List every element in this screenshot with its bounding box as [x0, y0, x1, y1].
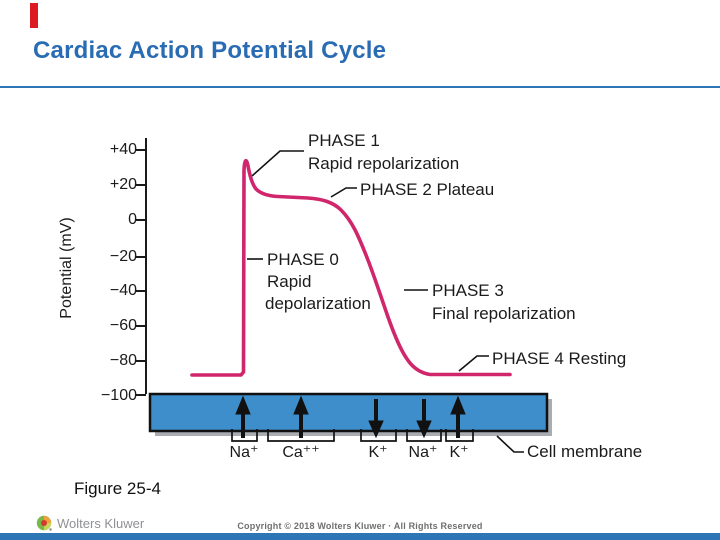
tick-label-m100: −100 — [100, 387, 137, 404]
ion-arrow-up-k-icon — [450, 395, 466, 438]
phase-3-subtitle: Final repolarization — [432, 304, 576, 323]
ion-arrow-down-na-icon — [416, 399, 432, 439]
ion-brackets — [231, 429, 474, 442]
action-potential-curve — [190, 159, 512, 377]
tick-label-m60: −60 — [109, 317, 137, 334]
cell-membrane-label: Cell membrane — [527, 442, 643, 461]
phase-0-subtitle2: depolarization — [265, 294, 371, 313]
tick-label-m20: −20 — [109, 248, 137, 265]
ion-label-na-2: Na⁺ — [408, 444, 438, 461]
phase-0-title: PHASE 0 — [267, 250, 339, 269]
wolters-kluwer-logo-icon — [36, 515, 52, 531]
ion-label-na-1: Na⁺ — [229, 444, 259, 461]
slide-title: Cardiac Action Potential Cycle — [33, 37, 387, 64]
phase-leader-lines — [247, 150, 524, 453]
tick-label-0: 0 — [128, 211, 137, 228]
y-axis-ticks — [136, 149, 146, 396]
ion-arrow-up-ca-icon — [293, 395, 309, 438]
tick-label-m80: −80 — [109, 352, 137, 369]
copyright-text: Copyright © 2018 Wolters Kluwer · All Ri… — [237, 521, 483, 531]
phase-1-subtitle: Rapid repolarization — [308, 154, 460, 173]
ion-label-k-1: K⁺ — [368, 444, 388, 461]
phase-4-title: PHASE 4 Resting — [492, 349, 627, 368]
title-divider — [0, 86, 720, 88]
tick-label-p20: +20 — [109, 176, 137, 193]
red-accent-bar — [30, 3, 38, 28]
phase-0-subtitle1: Rapid — [267, 272, 312, 291]
wolters-kluwer-logo-text: Wolters Kluwer — [57, 516, 145, 531]
ion-arrow-down-k-icon — [368, 399, 384, 439]
ion-label-ca: Ca⁺⁺ — [282, 444, 320, 461]
figure-caption: Figure 25-4 — [74, 479, 161, 498]
phase-3-title: PHASE 3 — [432, 281, 504, 300]
ion-label-k-2: K⁺ — [449, 444, 469, 461]
y-axis-title: Potential (mV) — [58, 217, 75, 319]
bottom-blue-bar — [0, 533, 720, 540]
tick-label-p40: +40 — [109, 141, 137, 158]
phase-2-title: PHASE 2 Plateau — [360, 180, 495, 199]
phase-1-title: PHASE 1 — [308, 131, 380, 150]
ion-arrow-up-na-icon — [235, 395, 251, 438]
tick-label-m40: −40 — [109, 282, 137, 299]
membrane-bar — [148, 392, 549, 433]
